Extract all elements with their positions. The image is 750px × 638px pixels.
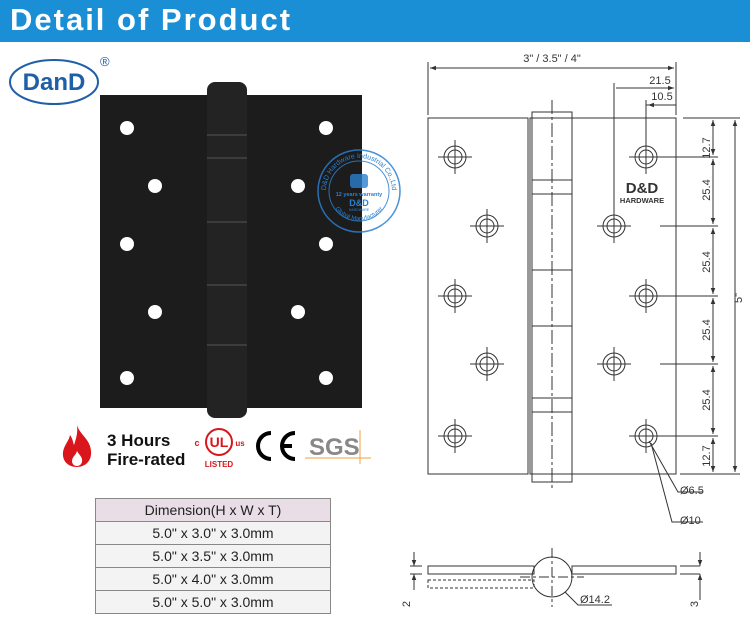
thickness-right: 3 bbox=[689, 601, 701, 607]
hinge-photo bbox=[100, 82, 362, 418]
dim-21-5: 21.5 bbox=[649, 75, 670, 87]
drawing-hole bbox=[470, 347, 504, 381]
knuckle-dia: Ø14.2 bbox=[580, 594, 610, 606]
svg-text:SGS: SGS bbox=[309, 434, 360, 461]
vdim: 25.4 bbox=[701, 251, 713, 272]
table-row: 5.0" x 4.0" x 3.0mm bbox=[95, 567, 331, 591]
vdim: 25.4 bbox=[701, 179, 713, 200]
dimension-table: Dimension(H x W x T) 5.0" x 3.0" x 3.0mm… bbox=[95, 498, 331, 614]
drawing-hole bbox=[597, 347, 631, 381]
screw-holes bbox=[120, 121, 333, 385]
fire-icon bbox=[62, 425, 92, 467]
svg-text:UL: UL bbox=[210, 434, 229, 450]
table-row: 5.0" x 3.5" x 3.0mm bbox=[95, 544, 331, 568]
vdim: 12.7 bbox=[701, 137, 713, 158]
hinge-right-leaf bbox=[244, 95, 362, 408]
hinge-knuckle bbox=[207, 82, 247, 418]
header-bar: Detail of Product bbox=[0, 0, 750, 42]
vdim: 25.4 bbox=[701, 389, 713, 410]
table-row: 5.0" x 3.0" x 3.0mm bbox=[95, 521, 331, 545]
technical-drawing: 3" / 3.5" / 4" 21.5 10.5 D&D HARDWARE 5"… bbox=[401, 53, 745, 607]
hole-large-dia: Ø10 bbox=[680, 515, 701, 527]
drawing-hole bbox=[629, 419, 663, 453]
drawing-hole bbox=[438, 419, 472, 453]
svg-text:LISTED: LISTED bbox=[205, 460, 234, 469]
height-label: 5" bbox=[733, 293, 745, 303]
drawing-brand-sub: HARDWARE bbox=[620, 196, 664, 205]
drawing-hole bbox=[438, 140, 472, 174]
ce-mark: CE bbox=[256, 431, 296, 461]
drawing-hole bbox=[470, 209, 504, 243]
warranty-stamp: D&D Hardware Industrial Co.,Ltd 12 years… bbox=[317, 149, 401, 233]
drawing-left-leaf bbox=[427, 117, 529, 475]
stamp-sub: HARDWARE bbox=[349, 208, 370, 212]
svg-text:us: us bbox=[235, 439, 245, 448]
table-header: Dimension(H x W x T) bbox=[95, 498, 331, 522]
drawing-brand-mark: D&D bbox=[626, 180, 659, 197]
dim-10-5: 10.5 bbox=[651, 91, 672, 103]
logo-text: DanD bbox=[23, 69, 86, 96]
sgs-logo: SGS bbox=[305, 430, 371, 464]
registered-mark: ® bbox=[100, 54, 110, 69]
drawing-hole bbox=[629, 279, 663, 313]
hole-small-dia: Ø6.5 bbox=[680, 485, 704, 497]
drawing-hole bbox=[438, 279, 472, 313]
hinge-left-leaf bbox=[100, 95, 210, 408]
thickness-left: 2 bbox=[401, 601, 413, 607]
dand-logo: DanD bbox=[9, 59, 99, 105]
stamp-warranty: 12 years warranty bbox=[336, 192, 383, 198]
table-row: 5.0" x 5.0" x 3.0mm bbox=[95, 590, 331, 614]
drawing-hole bbox=[629, 140, 663, 174]
width-label: 3" / 3.5" / 4" bbox=[523, 53, 581, 65]
ul-listed-logo: UL c us LISTED bbox=[194, 428, 245, 469]
fire-rating-line1: 3 Hours bbox=[107, 431, 171, 450]
svg-text:c: c bbox=[194, 438, 199, 448]
vdim: 12.7 bbox=[701, 445, 713, 466]
page-title: Detail of Product bbox=[10, 2, 293, 37]
vdim: 25.4 bbox=[701, 319, 713, 340]
fire-rating-line2: Fire-rated bbox=[107, 450, 186, 469]
stamp-mark: D&D bbox=[349, 198, 369, 208]
